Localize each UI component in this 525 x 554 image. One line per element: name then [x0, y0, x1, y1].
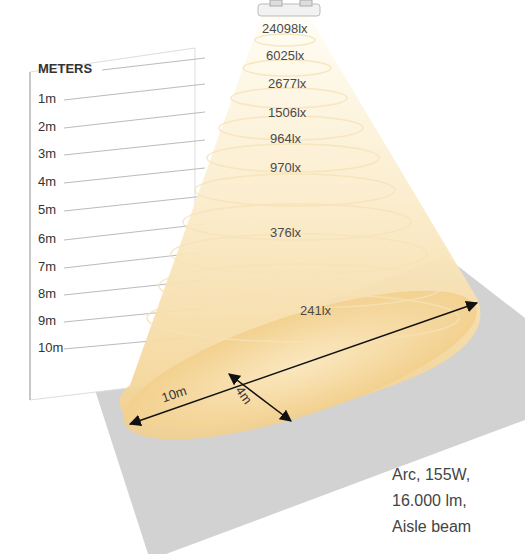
height-mark: 6m — [38, 232, 56, 246]
cone-bands — [147, 34, 459, 342]
lamp-fixture — [258, 0, 320, 16]
lux-value: 376lx — [270, 226, 301, 240]
light-cone — [119, 15, 480, 427]
lux-value: 2677lx — [268, 77, 306, 91]
height-mark: 2m — [38, 120, 56, 134]
lux-value: 241lx — [300, 304, 331, 318]
lux-value: 1506lx — [268, 106, 306, 120]
axis-title: METERS — [38, 62, 92, 76]
lux-value: 970lx — [270, 161, 301, 175]
height-mark: 9m — [38, 314, 56, 328]
height-mark: 4m — [38, 175, 56, 189]
lux-value: 6025lx — [266, 49, 304, 63]
height-mark: 1m — [38, 92, 56, 106]
lux-value: 964lx — [270, 132, 301, 146]
lux-value: 24098lx — [262, 22, 308, 36]
height-mark: 10m — [38, 341, 63, 355]
width-arrow — [229, 374, 291, 421]
length-arrow — [130, 303, 477, 424]
light-spot — [109, 260, 492, 469]
wall-edge — [29, 72, 31, 400]
caption: Arc, 155W, 16.000 lm, Aisle beam — [392, 462, 488, 540]
height-mark: 7m — [38, 260, 56, 274]
height-mark: 5m — [38, 203, 56, 217]
height-mark: 3m — [38, 147, 56, 161]
height-mark: 8m — [38, 287, 56, 301]
